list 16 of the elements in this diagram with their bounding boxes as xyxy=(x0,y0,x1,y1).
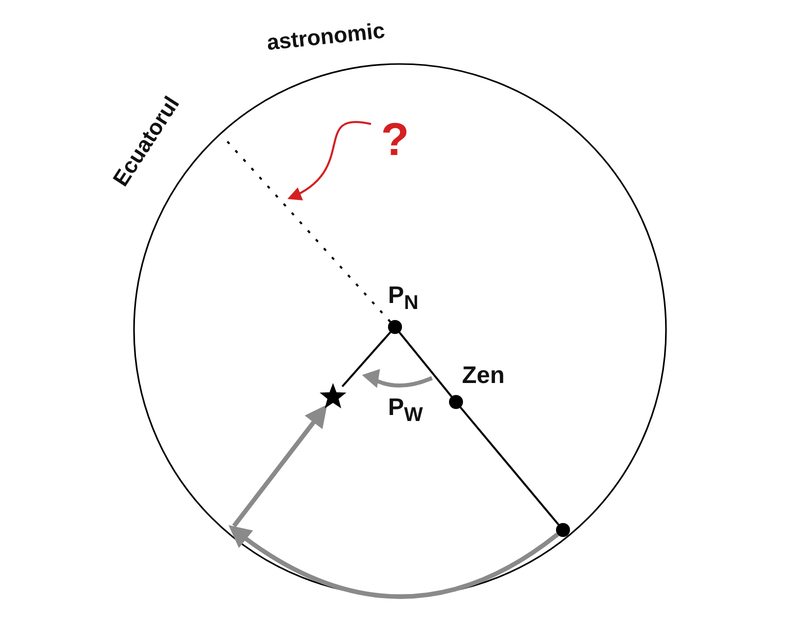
leader-arrow xyxy=(288,121,372,200)
point-dot xyxy=(556,523,570,537)
curved-label: astronomic xyxy=(266,20,386,54)
star-icon xyxy=(319,383,347,411)
point-dot xyxy=(388,320,402,334)
question-mark: ? xyxy=(375,116,415,162)
line xyxy=(342,332,392,388)
angle-label: P$_{W}$ xyxy=(388,396,423,425)
line xyxy=(460,406,560,526)
point-label: P$_{N}$ xyxy=(388,284,418,313)
dotted-line xyxy=(225,139,392,322)
arrow xyxy=(232,404,328,528)
point-dot xyxy=(449,395,463,409)
line xyxy=(398,332,452,398)
point-label: Zen xyxy=(462,364,505,388)
arrow xyxy=(228,525,559,599)
